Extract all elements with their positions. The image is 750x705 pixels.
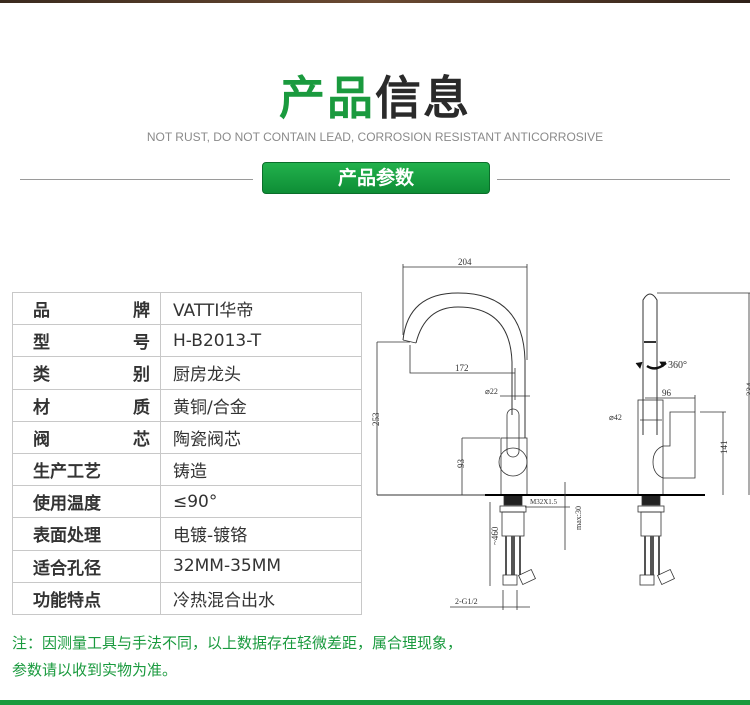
dim-max-thickness: max:30 [574, 506, 583, 530]
spec-value: 黄铜/合金 [160, 388, 362, 422]
table-row: 品牌 VATTI华帝 [12, 291, 362, 326]
spec-key: 适合孔径 [12, 549, 161, 583]
faucet-side-view [635, 293, 696, 586]
divider-left [20, 179, 253, 180]
bottom-green-bar [0, 700, 750, 705]
section-badge: 产品参数 [262, 162, 490, 194]
table-row: 阀芯陶瓷阀芯 [12, 420, 362, 454]
divider-right [497, 179, 730, 180]
spec-value: 陶瓷阀芯 [160, 420, 362, 454]
spec-value: 厨房龙头 [160, 356, 362, 390]
subtitle: NOT RUST, DO NOT CONTAIN LEAD, CORROSION… [146, 130, 604, 144]
dim-hose-length: ~460 [490, 526, 500, 545]
faucet-dimension-drawing: 204 172 253 ⌀22 93 M32X1.5 max:30 ~460 2… [371, 257, 750, 610]
page-title: 产品信息 [0, 62, 750, 128]
spec-value: H-B2013-T [160, 324, 362, 358]
dim-body-height: 141 [719, 441, 729, 455]
dim-width: 204 [458, 257, 472, 267]
note-line-1: 注：因测量工具与手法不同，以上数据存在轻微差距，属合理现象， [12, 634, 463, 652]
spec-value: VATTI华帝 [160, 291, 362, 326]
dim-reach: 172 [455, 363, 469, 373]
dim-body-diameter: ⌀42 [609, 413, 622, 422]
spec-value: 冷热混合出水 [160, 581, 362, 615]
dim-connector: 2-G1/2 [455, 597, 478, 606]
rotation-label: 360° [668, 360, 687, 371]
table-row: 材质黄铜/合金 [12, 388, 362, 422]
spec-value: ≤90° [160, 485, 362, 519]
dim-spout-height: 253 [371, 412, 381, 426]
dim-spout-diameter: ⌀22 [485, 387, 498, 396]
dimension-lines [376, 264, 750, 610]
spec-key: 类别 [33, 365, 150, 386]
spec-value: 铸造 [160, 452, 362, 487]
dim-handle-height: 93 [456, 459, 466, 469]
spec-key: 型号 [33, 333, 150, 354]
table-row: 功能特点冷热混合出水 [12, 581, 362, 615]
table-row: 表面处理电镀-镀铬 [12, 517, 362, 551]
dim-thread: M32X1.5 [530, 498, 558, 506]
dim-total-height: 334 [745, 382, 750, 396]
table-row: 类别厨房龙头 [12, 356, 362, 390]
spec-key: 阀芯 [33, 429, 150, 450]
spec-key: 使用温度 [12, 485, 161, 519]
table-row: 型号 H-B2013-T [12, 324, 362, 358]
title-green: 产品 [279, 71, 375, 125]
spec-key: 品牌 [33, 301, 150, 322]
spec-key: 材质 [33, 397, 150, 418]
spec-key: 生产工艺 [12, 452, 161, 487]
note-line-2: 参数请以收到实物为准。 [12, 661, 178, 679]
spec-key: 表面处理 [12, 517, 161, 551]
table-row: 使用温度≤90° [12, 485, 362, 519]
dimension-labels: 204 172 253 ⌀22 93 M32X1.5 max:30 ~460 2… [371, 257, 750, 606]
table-row: 生产工艺铸造 [12, 452, 362, 487]
top-banner-edge [0, 0, 750, 3]
spec-key: 功能特点 [12, 581, 161, 615]
spec-value: 32MM-35MM [160, 549, 362, 583]
faucet-front-view [402, 292, 536, 586]
title-dark: 信息 [375, 71, 471, 125]
spec-table: 品牌 VATTI华帝 型号 H-B2013-T 类别厨房龙头 材质黄铜/合金 阀芯陶… [12, 291, 362, 615]
spec-value: 电镀-镀铬 [160, 517, 362, 551]
dim-body-depth: 96 [662, 388, 672, 398]
